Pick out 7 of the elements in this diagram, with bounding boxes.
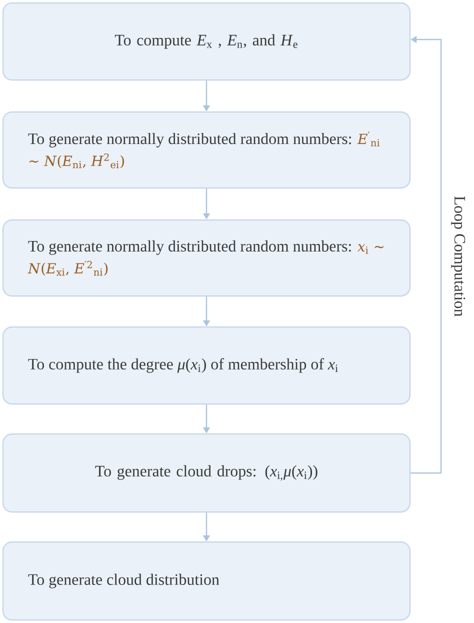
process-box: To compute E$_{x}$ , E$_{n}$, and H$_{e}$	[2, 2, 411, 81]
process-box: To generate normally distributed random numbers: E$^{′}$ni ∼ N(E$_{ni}$, H$^{2}$$_{ei}$)	[2, 111, 411, 189]
process-box: To compute the degree μ(x$_{i}$) of membership of x$_{i}$	[2, 326, 411, 405]
process-box: To generate cloud drops: (x$_{i,}$μ(x$_{i}$))	[2, 433, 411, 513]
edge-label: Loop Computation	[451, 196, 466, 316]
process-box: To generate cloud distribution	[2, 541, 411, 621]
process-box: To generate normally distributed random numbers: x$_{i}$ ∼ N(E$_{xi}$, E$^{′2}$$_{ni}$)	[2, 219, 411, 297]
